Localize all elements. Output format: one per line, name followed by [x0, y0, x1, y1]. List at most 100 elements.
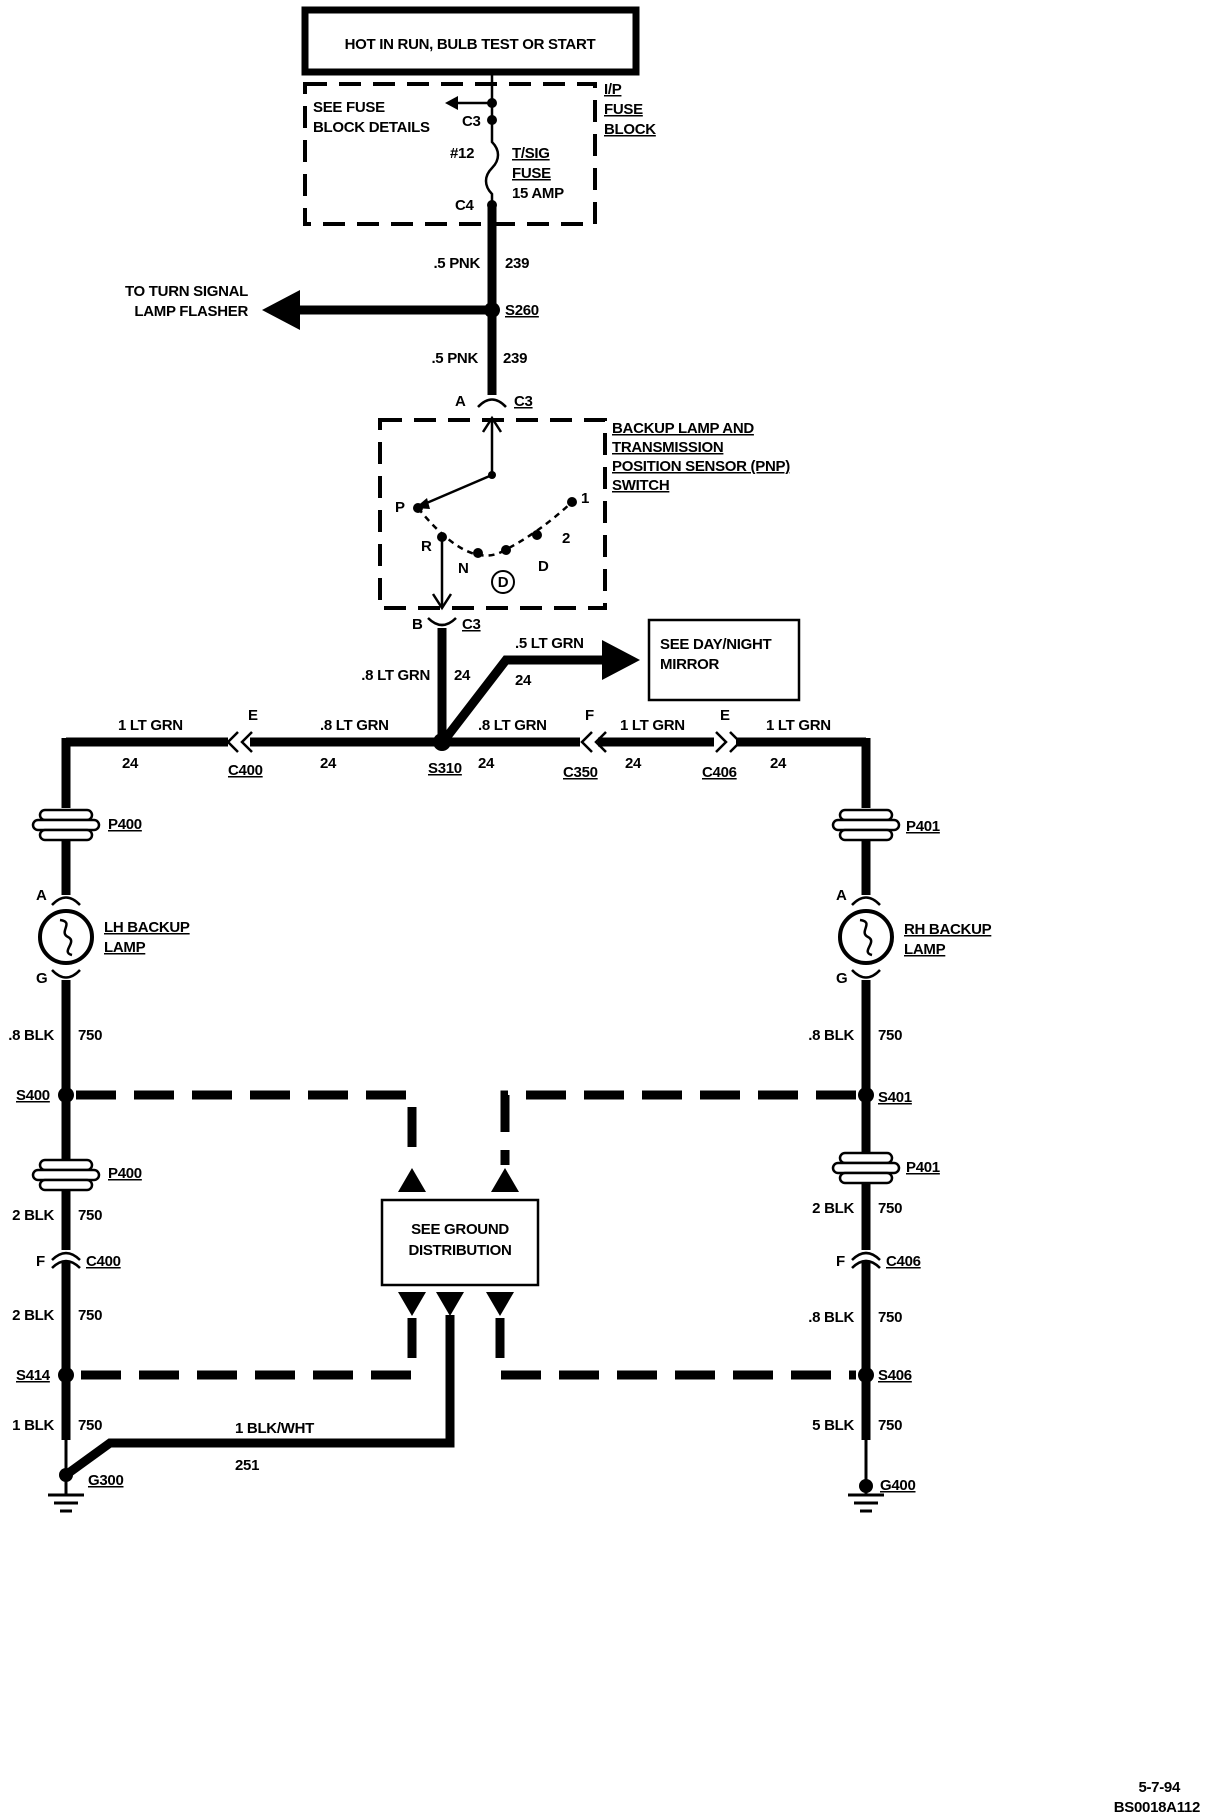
- c406-pin: E: [720, 707, 730, 724]
- ground-out-arrow-3: [486, 1292, 514, 1316]
- c406b-connector-b: [851, 1259, 881, 1269]
- r-gnd3-color: .8 BLK: [808, 1309, 854, 1326]
- switch-pin-a: A: [455, 393, 466, 410]
- switch-label-d: D: [538, 558, 549, 575]
- c400-label: C400: [228, 762, 263, 779]
- rh-lamp-pin-a: A: [836, 887, 847, 904]
- fuse-block-name-1: I/P: [604, 81, 622, 98]
- splice-s406: [858, 1367, 874, 1383]
- mirror-label-2: MIRROR: [660, 656, 719, 673]
- switch-conn-b: C3: [462, 616, 481, 633]
- c406b-pin: F: [836, 1253, 845, 1270]
- mirror-wire: [442, 655, 605, 741]
- p400b-grommet: [31, 1158, 101, 1192]
- ground-g300-label: G300: [88, 1472, 124, 1489]
- fuse-conn-bottom: C4: [455, 197, 475, 214]
- l-gnd4-color: 1 BLK: [12, 1417, 54, 1434]
- c400b-connector-b: [51, 1259, 81, 1269]
- switch-pin-b: B: [412, 616, 423, 633]
- r-gnd1-circuit: 750: [878, 1027, 902, 1044]
- switch-circled-d: [491, 570, 515, 594]
- splice-s310-label: S310: [428, 760, 462, 777]
- fuse-block-name-2: FUSE: [604, 101, 643, 118]
- p400b-label: P400: [108, 1165, 142, 1182]
- c350-pin: F: [585, 707, 594, 724]
- c350-connector: [580, 731, 593, 753]
- mirror-wire-circuit: 24: [515, 672, 532, 689]
- switch-label-2: 2: [562, 530, 570, 547]
- lh-lamp-name-2: LAMP: [104, 939, 146, 956]
- footer-code: BS0018A112: [1114, 1799, 1200, 1814]
- blkwht-color: 1 BLK/WHT: [235, 1420, 314, 1437]
- flasher-label-2: LAMP FLASHER: [134, 303, 248, 320]
- c350-connector-b: [594, 731, 607, 753]
- lh1-circuit: 24: [122, 755, 139, 772]
- power-header-label: HOT IN RUN, BULB TEST OR START: [345, 36, 596, 53]
- c400-connector: [226, 731, 239, 753]
- ground-box-label-1: SEE GROUND: [411, 1221, 509, 1238]
- fuse-element: [484, 120, 500, 205]
- rh-lamp-name-2: LAMP: [904, 941, 946, 958]
- r-gnd2-color: 2 BLK: [812, 1200, 854, 1217]
- switch-label-r: R: [421, 538, 432, 555]
- switch-pos-p: [413, 503, 423, 513]
- w1-circuit: 239: [505, 255, 529, 272]
- switch-output-arrow: [431, 593, 453, 611]
- c400-connector-b: [240, 731, 253, 753]
- fuse-name-1: T/SIG: [512, 145, 550, 162]
- splice-s401: [858, 1087, 874, 1103]
- splice-s400-label: S400: [16, 1087, 50, 1104]
- rh3-circuit: 24: [770, 755, 787, 772]
- switch-input-arrow: [481, 415, 503, 433]
- s400-ground-link: [76, 1090, 417, 1165]
- blkwht-circuit: 251: [235, 1457, 259, 1474]
- splice-s414-label: S414: [16, 1367, 51, 1384]
- w3-circuit: 24: [454, 667, 471, 684]
- switch-pos-1: [567, 497, 577, 507]
- switch-pos-d: [501, 545, 511, 555]
- splice-s414: [58, 1367, 74, 1383]
- l-gnd1-color: .8 BLK: [8, 1027, 54, 1044]
- rh-lamp-pin-g-connector: [851, 969, 881, 979]
- fuse-block-outline: [303, 82, 597, 226]
- lh-lamp-pin-a-connector: [51, 896, 81, 906]
- fuse-name-2: FUSE: [512, 165, 551, 182]
- lh-lamp-pin-g-connector: [51, 969, 81, 979]
- rh-lamp-filament: [859, 918, 873, 957]
- ground-box-label-2: DISTRIBUTION: [408, 1242, 511, 1259]
- l-gnd3-color: 2 BLK: [12, 1307, 54, 1324]
- ground-out-arrow-2: [436, 1292, 464, 1316]
- rh1-circuit: 24: [478, 755, 495, 772]
- c406-connector: [715, 731, 728, 753]
- p400-grommet: [31, 808, 101, 842]
- rh1-color: .8 LT GRN: [478, 717, 547, 734]
- c406b-label: C406: [886, 1253, 921, 1270]
- lh2-circuit: 24: [320, 755, 337, 772]
- l-gnd1-circuit: 750: [78, 1027, 102, 1044]
- ground-g300-symbol: [48, 1440, 84, 1513]
- c406b-connector: [851, 1251, 881, 1261]
- ground-link-arrow-left: [398, 1168, 426, 1192]
- p401-grommet: [831, 808, 901, 842]
- switch-conn-a: C3: [514, 393, 533, 410]
- switch-name-3: POSITION SENSOR (PNP): [612, 458, 790, 475]
- lh-lamp-pin-a: A: [36, 887, 47, 904]
- c400b-label: C400: [86, 1253, 121, 1270]
- s401-ground-link: [500, 1090, 856, 1165]
- l-gnd3-circuit: 750: [78, 1307, 102, 1324]
- lh-lamp-pin-g: G: [36, 970, 47, 987]
- lh-lamp-filament: [59, 918, 73, 957]
- splice-s260-label: S260: [505, 302, 539, 319]
- w3-color: .8 LT GRN: [361, 667, 430, 684]
- p401b-label: P401: [906, 1159, 940, 1176]
- r-gnd4-circuit: 750: [878, 1417, 902, 1434]
- w2-color: .5 PNK: [431, 350, 478, 367]
- lh-lamp-name-1: LH BACKUP: [104, 919, 190, 936]
- r-gnd3-circuit: 750: [878, 1309, 902, 1326]
- w1-color: .5 PNK: [433, 255, 480, 272]
- fuse-number: #12: [450, 145, 474, 162]
- c406-label: C406: [702, 764, 737, 781]
- r-gnd2-circuit: 750: [878, 1200, 902, 1217]
- fuse-block-note-1: SEE FUSE: [313, 99, 385, 116]
- fuse-block-note-2: BLOCK DETAILS: [313, 119, 430, 136]
